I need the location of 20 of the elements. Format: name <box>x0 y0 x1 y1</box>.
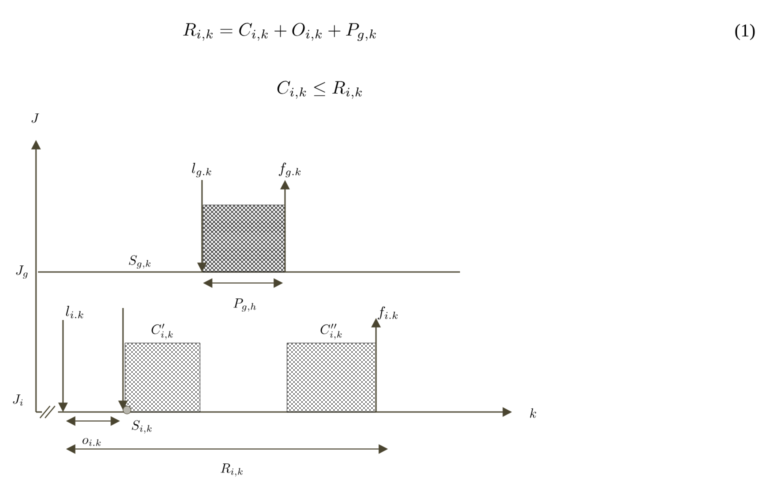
task-block: $C_{i,k}'$ <box>124 324 200 412</box>
math-label: $l_{g.k}$ <box>192 162 212 178</box>
task-block: $C_{i,k}''$ <box>286 324 376 412</box>
hatched-block <box>202 204 286 272</box>
math-label: $f_{g.k}$ <box>278 162 301 178</box>
math-label: $f_{i.k}$ <box>378 306 398 320</box>
axis-label: $J_i$ <box>13 394 23 406</box>
node-label: $C_{i,k}'$ <box>152 324 173 340</box>
math-label: $o_{i.k}$ <box>82 438 101 446</box>
equation: $R_{i,k} = C_{i,k} + O_{i,k} + P_{g,k}$ <box>183 22 376 41</box>
math-label: $R_{i,k}$ <box>220 464 243 476</box>
equation-number: (1) <box>735 24 755 40</box>
node-label: $C_{i,k}''$ <box>320 324 342 340</box>
axis-label: $k$ <box>530 408 536 418</box>
math-label: $l_{i.k}$ <box>66 306 84 318</box>
axis-label: $J$ <box>32 113 40 123</box>
equation: $C_{i,k} \leq R_{i,k}$ <box>277 80 362 99</box>
axis-label: $J_g$ <box>16 266 28 279</box>
math-label: $S_{g,k}$ <box>128 255 150 269</box>
math-label: $P_{g,h}$ <box>233 298 256 312</box>
